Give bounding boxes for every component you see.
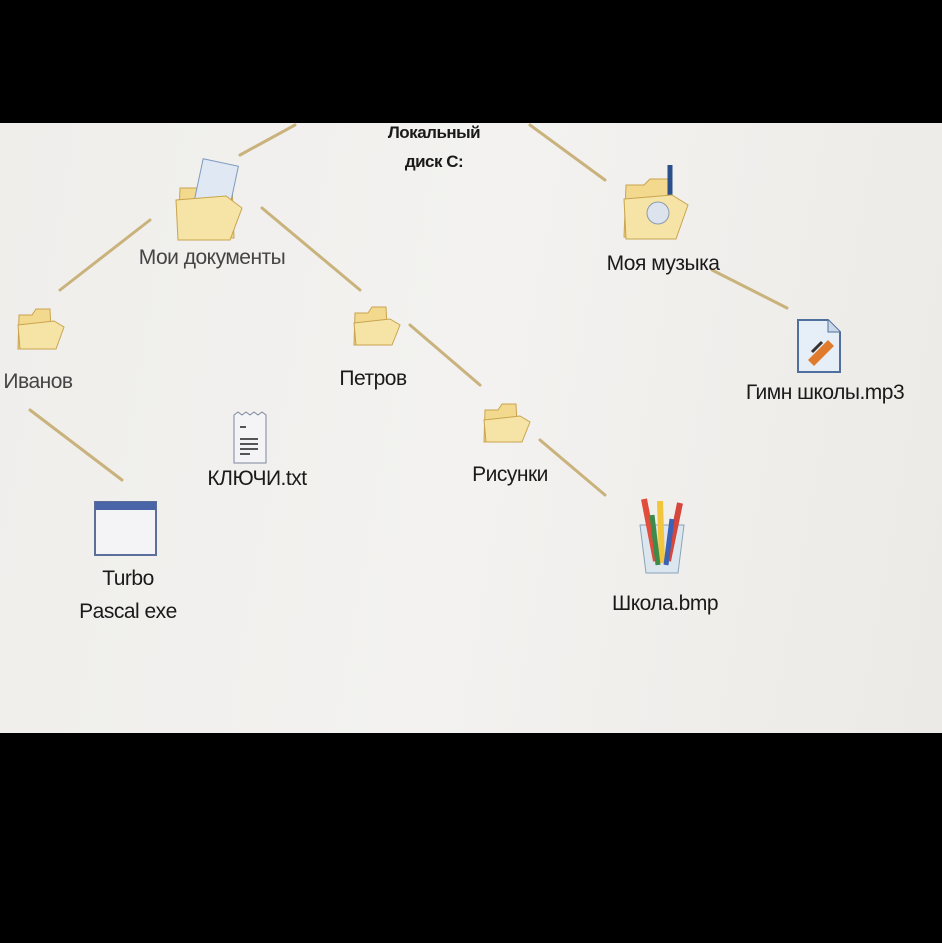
my-documents-label[interactable]: Мои документы (138, 246, 286, 269)
edge-root-music (528, 123, 607, 182)
application-window-icon[interactable] (94, 501, 158, 557)
petrov-label[interactable]: Петров (339, 367, 407, 390)
turbo-label-line2[interactable]: Pascal exe (79, 600, 177, 623)
edge-ivanov-turbo (28, 408, 124, 482)
my-music-label[interactable]: Моя музыка (606, 252, 720, 275)
edge-mydocs-ivanov (58, 218, 152, 292)
music-folder-icon[interactable] (620, 163, 695, 243)
edge-petrov-pictures (408, 323, 482, 387)
ivanov-label[interactable]: Иванов (3, 370, 73, 393)
petrov-folder-icon[interactable] (352, 301, 402, 349)
file-tree-diagram: Локальный диск C: Мои документы Моя музы… (0, 123, 942, 733)
edge-mydocs-petrov (260, 206, 362, 292)
pictures-folder-icon[interactable] (482, 398, 532, 446)
tree-connectors (28, 123, 789, 497)
root-label-line1: Локальный (387, 123, 481, 142)
audio-file-icon[interactable] (796, 318, 844, 374)
edge-root-mydocs (238, 123, 297, 157)
edge-pictures-school (538, 438, 607, 497)
paint-brushes-icon[interactable] (632, 495, 692, 577)
text-file-icon[interactable] (232, 411, 272, 467)
turbo-label-line1[interactable]: Turbo (102, 567, 154, 590)
keys-txt-label[interactable]: КЛЮЧИ.txt (207, 467, 307, 490)
school-bmp-label[interactable]: Школа.bmp (611, 592, 719, 615)
anthem-mp3-label[interactable]: Гимн школы.mp3 (745, 381, 905, 404)
documents-folder-icon[interactable] (172, 158, 252, 243)
pictures-label[interactable]: Рисунки (472, 463, 548, 486)
edge-music-anthem (710, 268, 789, 310)
root-label-line2: диск C: (404, 152, 464, 171)
ivanov-folder-icon[interactable] (16, 303, 66, 353)
